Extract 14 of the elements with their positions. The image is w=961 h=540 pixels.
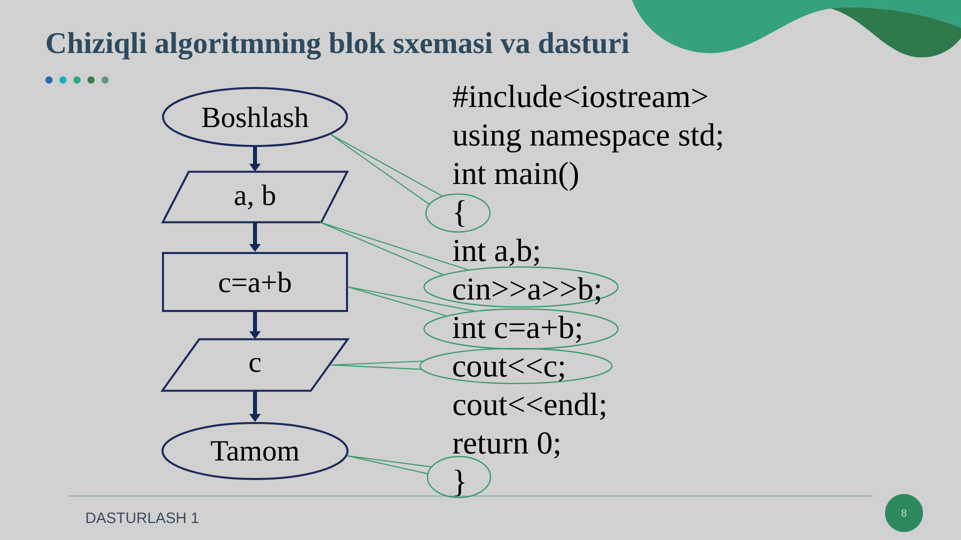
callout-pointer [346,455,432,474]
slide-title: Chiziqli algoritmning blok sxemasi va dasturi [46,32,630,60]
code-line: using namespace std; [452,123,722,152]
code-line: return 0; [452,432,560,458]
code-line: int main() [452,162,578,191]
code-line: #include<iostream> [452,84,708,108]
callout-pointer [330,134,443,205]
callout-pointer [330,360,424,370]
code-line: int a,b; [452,238,539,266]
code-line: cout<<endl; [453,392,606,420]
process-box: c=a+b [162,252,348,312]
callout-pointer [319,222,468,276]
callout-pointer [347,286,475,316]
footer-text: DASTURLASH 1 [86,512,198,524]
